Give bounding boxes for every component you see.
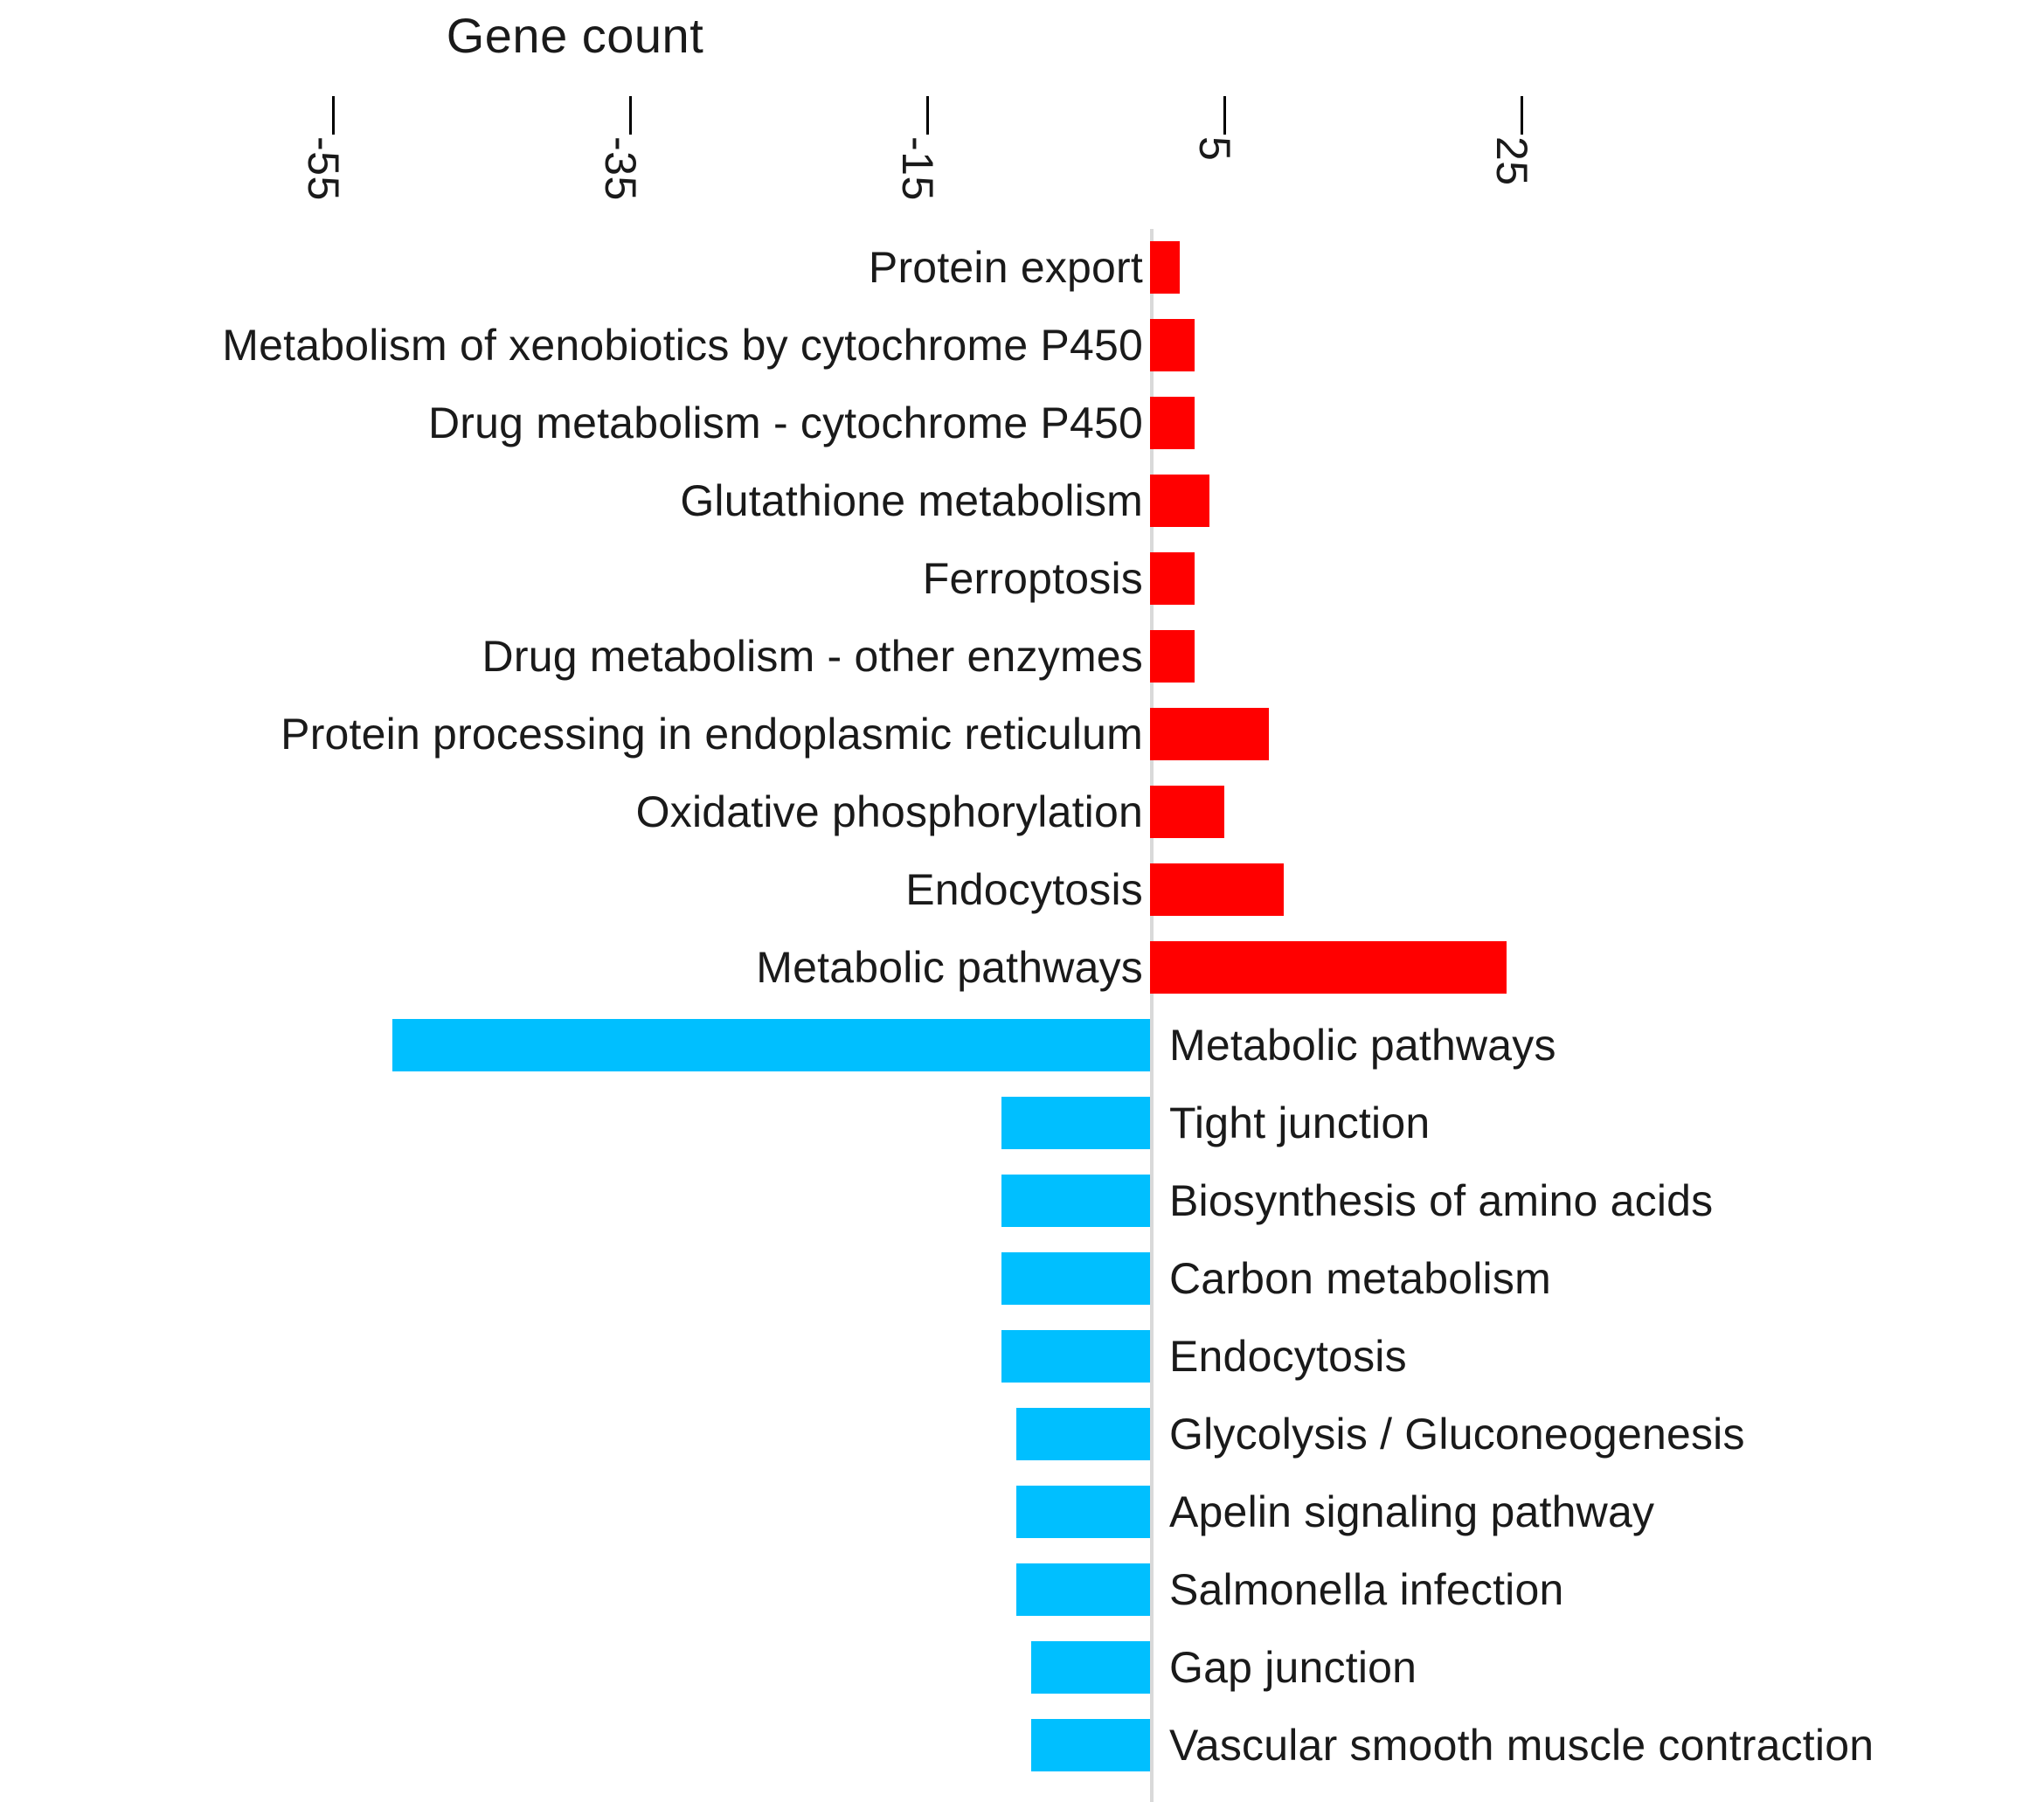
bar-row: Apelin signaling pathway: [0, 1473, 2044, 1551]
chart-title: Gene count: [446, 8, 704, 63]
bar-row: Metabolic pathways: [0, 1007, 2044, 1085]
bar-downregulated[interactable]: [1001, 1330, 1150, 1383]
x-axis-tick-mark: [332, 96, 335, 135]
bar-downregulated[interactable]: [1016, 1486, 1150, 1538]
bar-downregulated[interactable]: [1031, 1641, 1150, 1694]
bar-category-label: Vascular smooth muscle contraction: [1169, 1721, 1874, 1770]
bar-upregulated[interactable]: [1150, 475, 1209, 527]
bar-category-label: Salmonella infection: [1169, 1565, 1564, 1614]
x-axis-tick-label: -15: [893, 136, 942, 201]
bar-category-label: Oxidative phosphorylation: [635, 787, 1143, 836]
bar-downregulated[interactable]: [1016, 1563, 1150, 1616]
bar-upregulated[interactable]: [1150, 708, 1269, 760]
bar-upregulated[interactable]: [1150, 630, 1195, 683]
bar-downregulated[interactable]: [392, 1019, 1150, 1071]
bar-category-label: Endocytosis: [1169, 1332, 1407, 1381]
bar-row: Biosynthesis of amino acids: [0, 1162, 2044, 1240]
bar-row: Protein processing in endoplasmic reticu…: [0, 696, 2044, 773]
bar-category-label: Protein processing in endoplasmic reticu…: [281, 710, 1143, 759]
bar-row: Oxidative phosphorylation: [0, 773, 2044, 851]
zero-axis-line: [1150, 229, 1154, 1802]
bar-row: Protein export: [0, 229, 2044, 307]
bar-row: Glutathione metabolism: [0, 462, 2044, 540]
bar-downregulated[interactable]: [1031, 1719, 1150, 1771]
x-axis-tick-label: 5: [1190, 136, 1239, 162]
x-axis-tick-mark: [629, 96, 632, 135]
x-axis-tick-mark: [926, 96, 929, 135]
bar-category-label: Drug metabolism - cytochrome P450: [427, 399, 1143, 447]
bar-upregulated[interactable]: [1150, 241, 1180, 294]
x-axis-tick-mark: [1223, 96, 1226, 135]
bar-category-label: Glycolysis / Gluconeogenesis: [1169, 1410, 1745, 1459]
bar-category-label: Carbon metabolism: [1169, 1254, 1551, 1303]
bar-category-label: Apelin signaling pathway: [1169, 1487, 1655, 1536]
bar-upregulated[interactable]: [1150, 941, 1507, 994]
bar-category-label: Metabolic pathways: [756, 943, 1143, 992]
bar-category-label: Protein export: [868, 243, 1143, 292]
bar-category-label: Gap junction: [1169, 1643, 1417, 1692]
bar-category-label: Drug metabolism - other enzymes: [482, 632, 1143, 681]
bar-row: Ferroptosis: [0, 540, 2044, 618]
bar-upregulated[interactable]: [1150, 397, 1195, 449]
x-axis-tick-label: -55: [299, 136, 348, 201]
bar-upregulated[interactable]: [1150, 863, 1284, 916]
bar-category-label: Biosynthesis of amino acids: [1169, 1176, 1714, 1225]
bar-category-label: Metabolic pathways: [1169, 1021, 1556, 1070]
bar-downregulated[interactable]: [1001, 1175, 1150, 1227]
bar-category-label: Tight junction: [1169, 1099, 1431, 1147]
bar-row: Glycolysis / Gluconeogenesis: [0, 1396, 2044, 1473]
bar-upregulated[interactable]: [1150, 786, 1224, 838]
bar-row: Drug metabolism - cytochrome P450: [0, 385, 2044, 462]
x-axis-tick-label: -35: [596, 136, 645, 201]
x-axis-tick-label: 25: [1487, 136, 1536, 186]
bar-row: Metabolic pathways: [0, 929, 2044, 1007]
bar-row: Gap junction: [0, 1629, 2044, 1707]
bar-row: Tight junction: [0, 1085, 2044, 1162]
bar-downregulated[interactable]: [1001, 1097, 1150, 1149]
bar-category-label: Metabolism of xenobiotics by cytochrome …: [222, 321, 1143, 370]
bar-row: Metabolism of xenobiotics by cytochrome …: [0, 307, 2044, 385]
bar-row: Carbon metabolism: [0, 1240, 2044, 1318]
x-axis: -55 -35 -15 5 25: [0, 96, 2044, 236]
bar-row: Vascular smooth muscle contraction: [0, 1707, 2044, 1785]
bar-downregulated[interactable]: [1001, 1252, 1150, 1305]
x-axis-tick-mark: [1521, 96, 1523, 135]
bar-category-label: Endocytosis: [905, 865, 1143, 914]
bar-upregulated[interactable]: [1150, 552, 1195, 605]
bar-row: Salmonella infection: [0, 1551, 2044, 1629]
bar-downregulated[interactable]: [1016, 1408, 1150, 1460]
bar-row: Drug metabolism - other enzymes: [0, 618, 2044, 696]
bar-row: Endocytosis: [0, 851, 2044, 929]
bar-row: Endocytosis: [0, 1318, 2044, 1396]
bar-category-label: Ferroptosis: [922, 554, 1143, 603]
bar-category-label: Glutathione metabolism: [680, 476, 1143, 525]
bar-upregulated[interactable]: [1150, 319, 1195, 371]
